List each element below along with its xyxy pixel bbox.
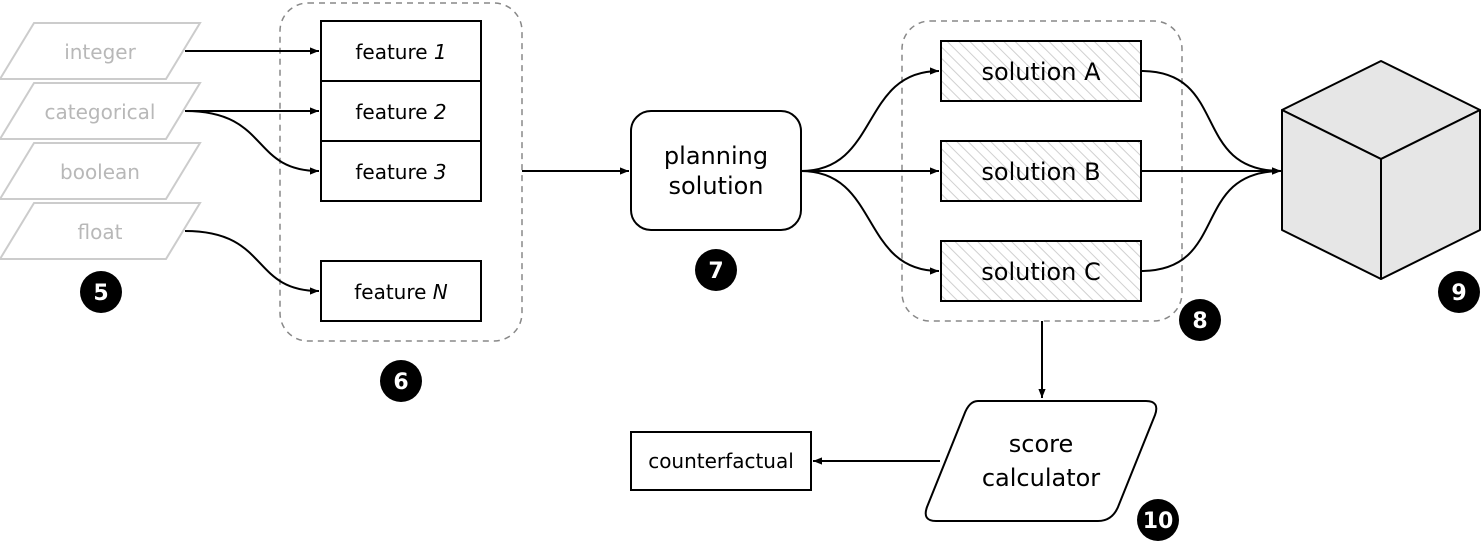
svg-text:feature 3: feature 3: [355, 160, 446, 184]
input-categorical: categorical: [0, 82, 202, 140]
planning-line1: planning: [664, 142, 768, 170]
edge-planning-solutionA: [800, 67, 940, 172]
badge-10: 10: [1137, 499, 1179, 541]
counterfactual-label: counterfactual: [648, 449, 794, 473]
edge-solutionC-model: [1140, 167, 1282, 272]
score-line2: calculator: [982, 464, 1100, 492]
feature-group: [279, 2, 523, 342]
feature-n-box: feature N: [320, 260, 482, 322]
badge-6: 6: [380, 360, 422, 402]
solution-a-label: solution A: [981, 58, 1101, 86]
feature-3-label: feature: [355, 160, 434, 184]
svg-text:feature 2: feature 2: [355, 100, 446, 124]
feature-3-index: 3: [434, 160, 447, 184]
feature-3-box: feature 3: [320, 140, 482, 202]
svg-text:10: 10: [1143, 509, 1174, 534]
feature-2-label: feature: [355, 100, 434, 124]
solution-c-label: solution C: [981, 258, 1100, 286]
input-float: float: [0, 202, 202, 260]
input-types: integer categorical boolean float: [0, 22, 202, 260]
edge-float-featureN: [184, 230, 320, 295]
svg-text:7: 7: [708, 259, 723, 284]
score-calculator-box: score calculator: [924, 400, 1158, 522]
svg-text:8: 8: [1192, 309, 1207, 334]
solution-b-box: solution B: [940, 140, 1142, 202]
feature-2-box: feature 2: [320, 80, 482, 142]
feature-1-index: 1: [434, 40, 447, 64]
input-float-label: float: [78, 220, 123, 244]
edge-solutionA-model: [1140, 70, 1282, 175]
badge-8: 8: [1179, 299, 1221, 341]
feature-1-box: feature 1: [320, 20, 482, 82]
edge-categorical-feature3: [184, 110, 320, 175]
badge-9: 9: [1438, 271, 1480, 313]
feature-n-label: feature: [354, 280, 433, 304]
solution-a-box: solution A: [940, 40, 1142, 102]
badge-7: 7: [695, 249, 737, 291]
cube-icon: [1281, 60, 1481, 280]
counterfactual-box: counterfactual: [630, 431, 812, 491]
feature-2-index: 2: [434, 100, 447, 124]
badge-5: 5: [80, 271, 122, 313]
input-boolean-label: boolean: [60, 160, 140, 184]
input-integer: integer: [0, 22, 202, 80]
planning-line2: solution: [668, 172, 763, 200]
svg-text:9: 9: [1451, 281, 1466, 306]
input-boolean: boolean: [0, 142, 202, 200]
input-integer-label: integer: [64, 40, 136, 64]
svg-text:feature 1: feature 1: [355, 40, 446, 64]
solution-b-label: solution B: [981, 158, 1100, 186]
planning-solution-box: planning solution: [630, 110, 802, 231]
svg-text:5: 5: [93, 281, 108, 306]
svg-text:feature N: feature N: [354, 280, 448, 304]
score-line1: score: [1009, 430, 1074, 458]
input-categorical-label: categorical: [45, 100, 156, 124]
solution-c-box: solution C: [940, 240, 1142, 302]
svg-text:6: 6: [393, 370, 408, 395]
feature-n-index: N: [433, 280, 448, 304]
feature-1-label: feature: [355, 40, 434, 64]
edge-planning-solutionC: [800, 170, 940, 275]
